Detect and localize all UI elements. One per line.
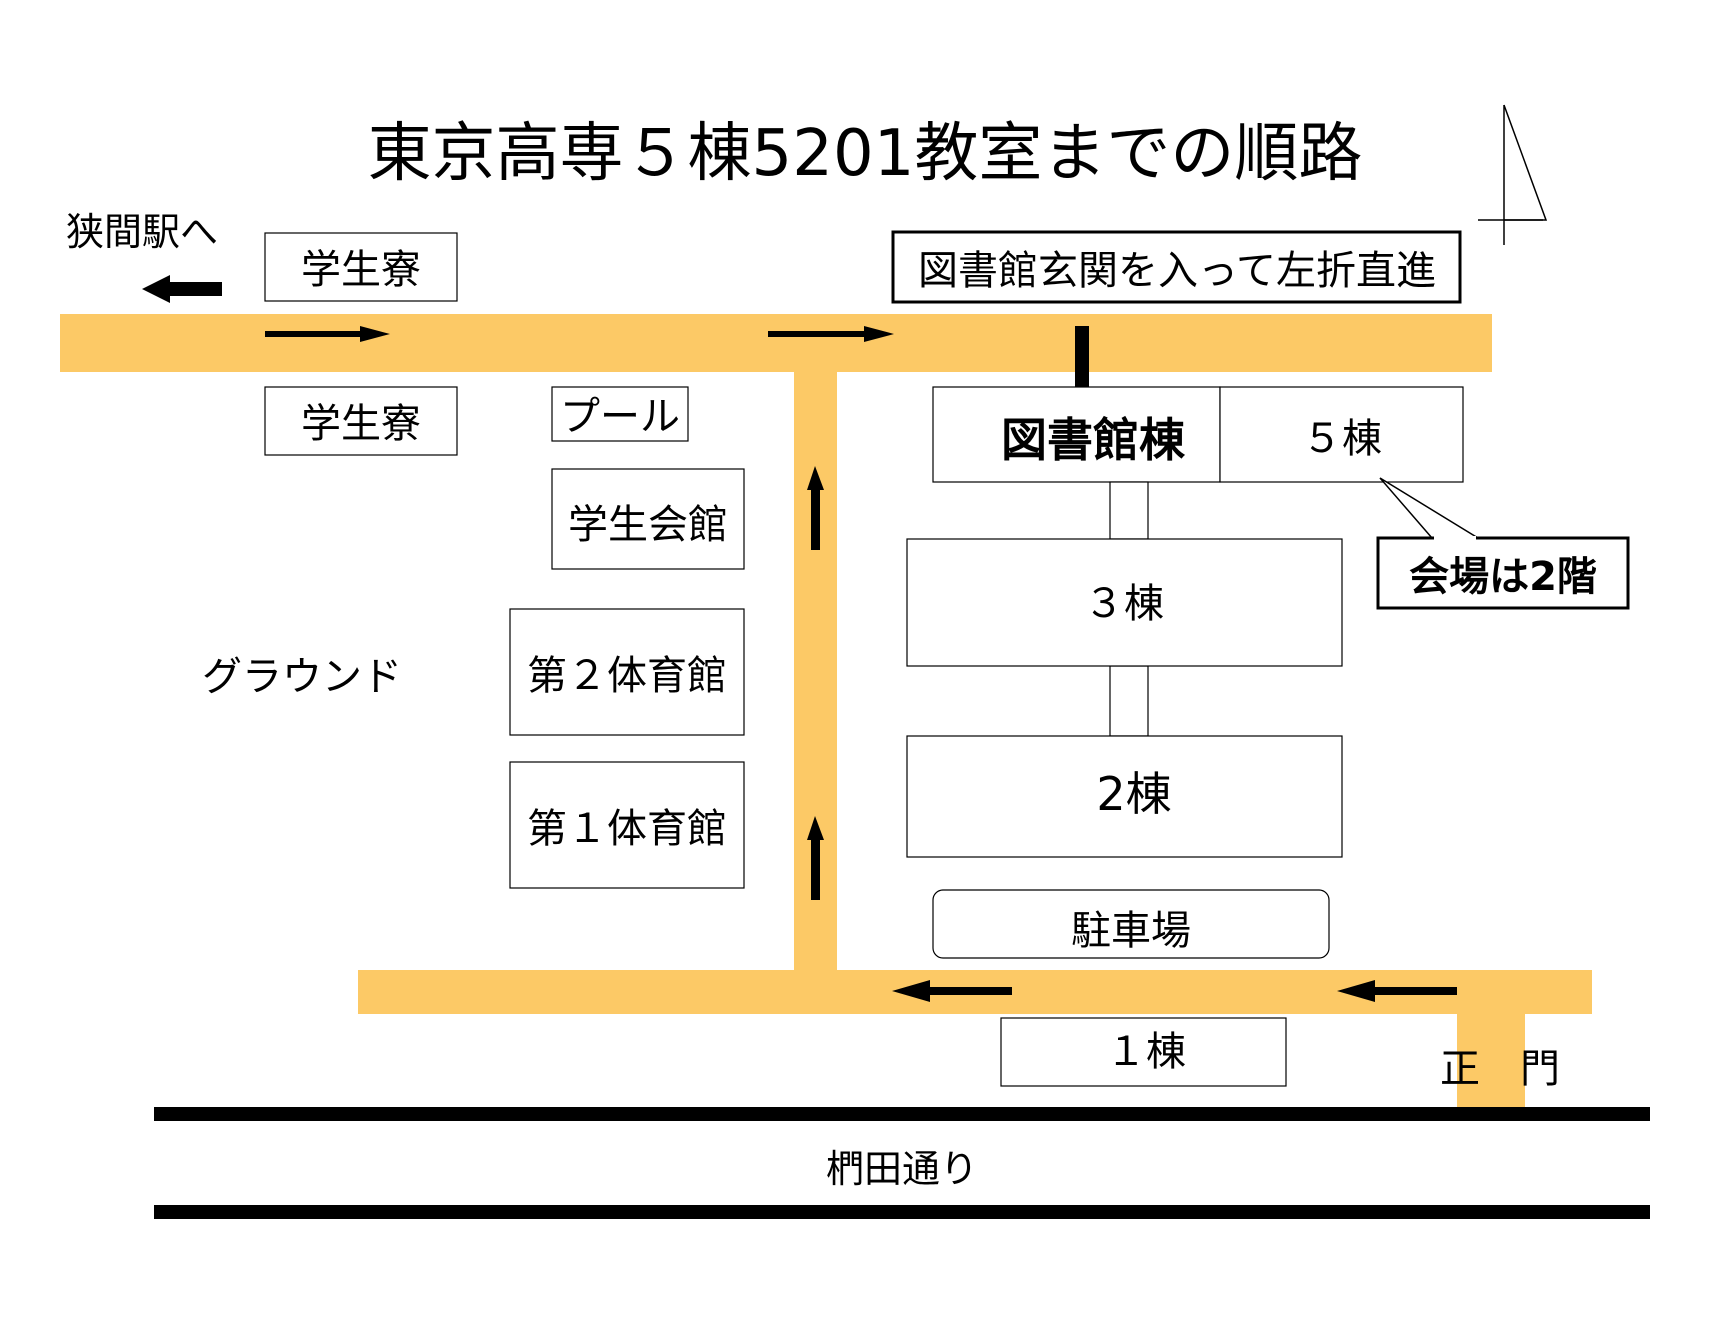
pool-box: [551, 386, 689, 442]
building2-label: 2棟: [1096, 767, 1171, 821]
gym1-label: 第１体育館: [527, 806, 727, 852]
student-hall-box: [551, 468, 745, 570]
station-label: 狭間駅へ: [66, 210, 218, 254]
road-gate: [1457, 1014, 1525, 1110]
dorm-south-label: 学生寮: [301, 401, 421, 447]
road-north: [60, 314, 1492, 372]
building3-box: [906, 538, 1343, 667]
building5-box: [1219, 386, 1464, 483]
building1-label: １棟: [1106, 1029, 1186, 1075]
dorm-north-box: [264, 232, 458, 302]
arrow-left-icon: [892, 980, 1012, 1002]
corridor-connector: [1109, 481, 1149, 737]
arrow-right-icon: [265, 326, 390, 342]
ground-label: グラウンド: [202, 654, 402, 700]
building1-box: [1000, 1017, 1287, 1087]
venue-note-label: 会場は2階: [1409, 554, 1597, 600]
arrow-left-icon: [1337, 980, 1457, 1002]
library-building-label: 図書館棟: [1001, 413, 1186, 467]
page-title: 東京高専５棟5201教室までの順路: [368, 117, 1363, 191]
north-arrow-icon: [1478, 104, 1548, 245]
dorm-south-box: [264, 386, 458, 456]
building2-box: [906, 735, 1343, 858]
building3-label: ３棟: [1084, 581, 1164, 627]
instruction-label: 図書館玄関を入って左折直進: [918, 248, 1436, 294]
dorm-north-label: 学生寮: [301, 247, 421, 293]
main-gate-label: 正 門: [1440, 1046, 1560, 1092]
arrow-left-icon: [142, 275, 222, 303]
street-line-top: [154, 1107, 1650, 1121]
venue-callout-pointer: [1379, 477, 1481, 539]
instruction-box: [891, 230, 1462, 304]
library-building-box: [932, 386, 1221, 483]
roads: [60, 314, 1592, 1110]
arrow-up-icon: [807, 466, 824, 550]
street-line-bottom: [154, 1205, 1650, 1219]
arrow-right-icon: [768, 326, 894, 342]
street-label: 椚田通り: [826, 1147, 978, 1191]
building5-label: ５棟: [1302, 416, 1382, 462]
student-hall-label: 学生会館: [568, 502, 728, 548]
venue-callout-box: [1376, 536, 1630, 610]
arrow-up-icon: [807, 816, 824, 900]
parking-label: 駐車場: [1071, 908, 1191, 954]
gym1-box: [509, 761, 745, 889]
parking-box: [932, 889, 1330, 959]
gym2-box: [509, 608, 745, 736]
pool-label: プール: [560, 394, 680, 440]
gym2-label: 第２体育館: [527, 653, 727, 699]
